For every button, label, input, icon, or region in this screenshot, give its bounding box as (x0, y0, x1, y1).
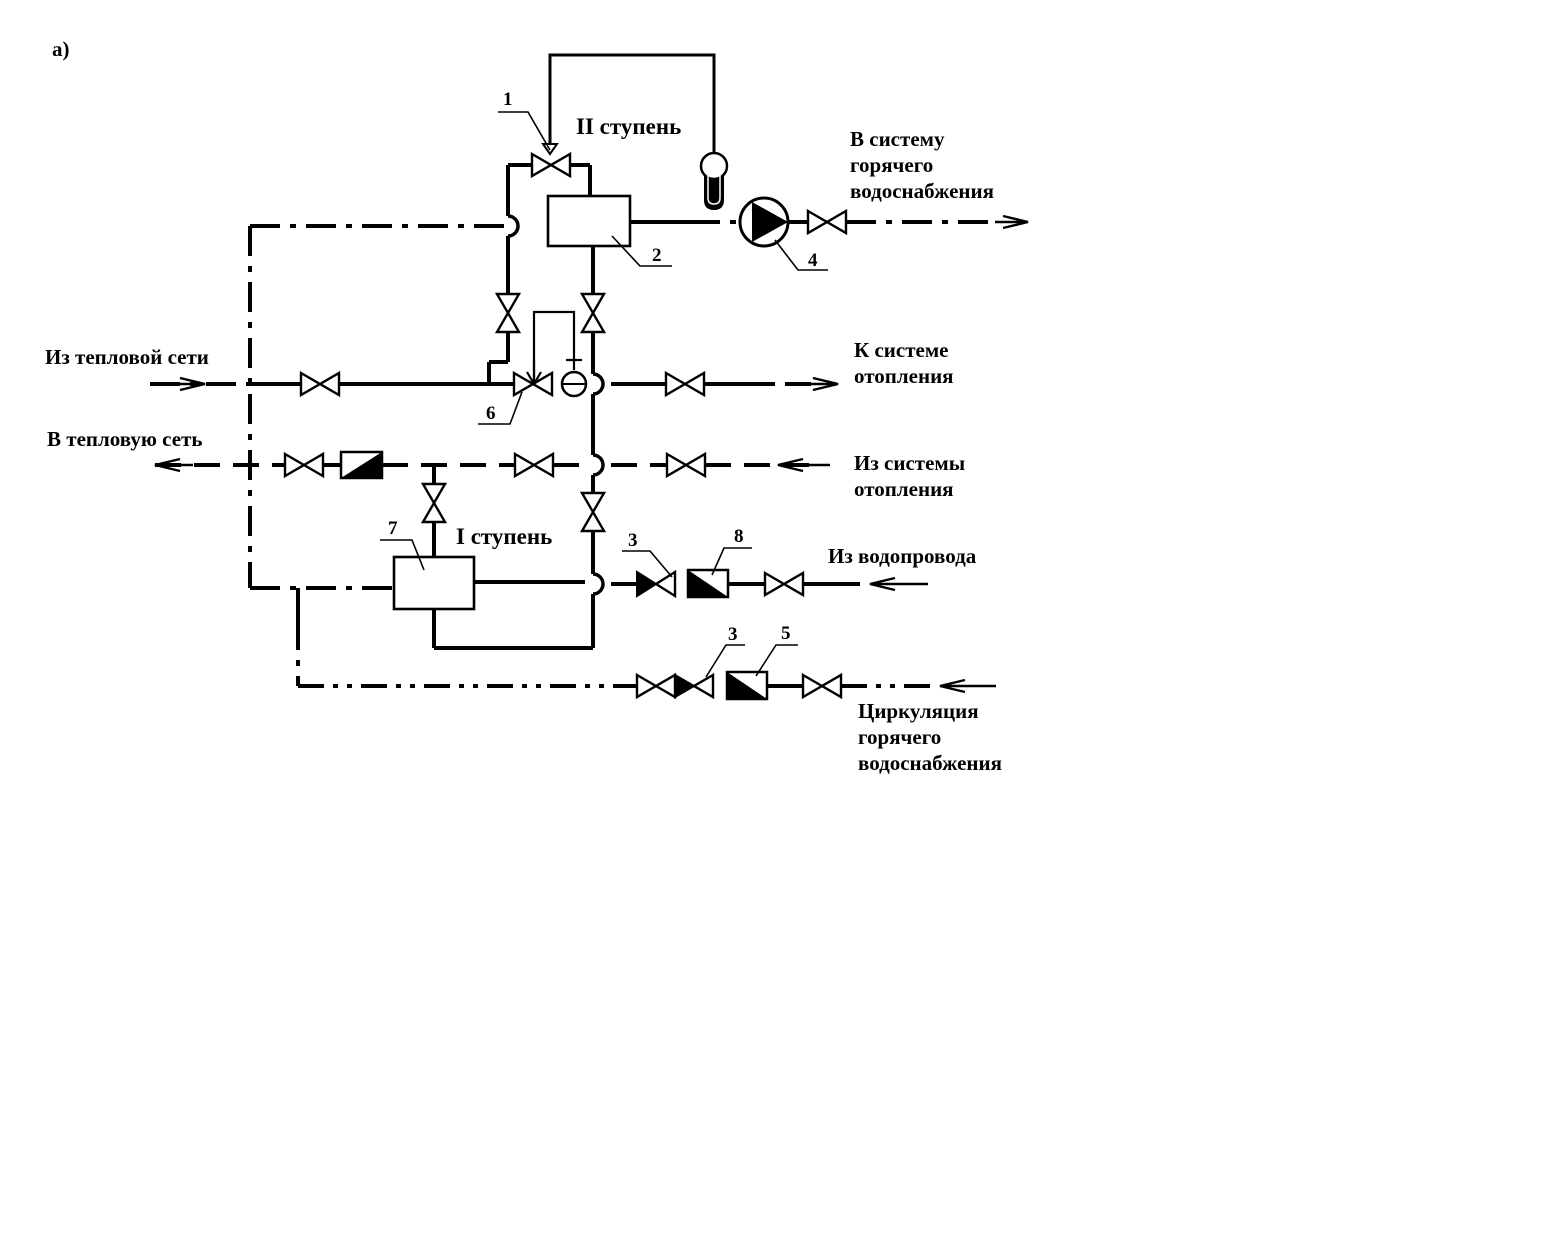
to-heating-label-1: К системе (854, 338, 948, 362)
arrow-to-heating (795, 376, 839, 392)
stage1-label: I ступень (456, 524, 552, 549)
arrow-circulation (939, 678, 996, 694)
item-number-2: 2 (652, 245, 662, 266)
leader-6 (478, 391, 523, 425)
meter-return-icon (339, 450, 384, 480)
crossovers (507, 214, 605, 596)
gate-valve-right-riser-icon (579, 292, 607, 334)
circulation-label-2: горячего (858, 725, 941, 749)
gate-valve-right-lower-icon (579, 491, 607, 533)
arrow-to-heat-network (154, 457, 193, 473)
gate-valve-heating-return-icon (665, 451, 707, 479)
arrow-to-dhw (995, 214, 1029, 230)
regulator6-impulse-line (532, 310, 576, 384)
heater-stage1 (392, 555, 476, 611)
flow-meter-icon (560, 370, 588, 398)
leader-3b (705, 644, 745, 678)
arrow-from-heat-network (172, 376, 206, 392)
regulator1-impulse-line (548, 53, 716, 155)
gate-valve-heater1-top-icon (420, 482, 448, 524)
gate-valve-supply-1-icon (299, 370, 341, 398)
crossover-508-226 (507, 214, 520, 238)
from-heating-label-1: Из системы (854, 451, 965, 475)
from-heating-label-2: отопления (854, 477, 954, 501)
item-number-8: 8 (734, 526, 744, 547)
regulator6-actuator-icon (526, 360, 542, 387)
item-number-3b: 3 (728, 624, 738, 645)
crossover-593-584 (592, 572, 605, 596)
flow-arrows (154, 214, 1029, 694)
arrow-from-water-main (869, 576, 928, 592)
labels: II ступень I ступень В систему горячего … (45, 89, 1002, 775)
meter-8-icon (686, 568, 730, 599)
to-dhw-label-1: В систему (850, 127, 945, 151)
leader-1 (498, 111, 551, 151)
leader-lines (380, 111, 828, 678)
crossover-593-465 (592, 453, 605, 477)
equipment (339, 151, 790, 701)
from-water-main-label: Из водопровода (828, 544, 977, 568)
leader-2 (611, 235, 672, 267)
leader-7 (380, 539, 425, 571)
circulation-label-1: Циркуляция (858, 699, 979, 723)
gate-valve-water-main-icon (763, 570, 805, 598)
meter-5-icon (725, 670, 769, 701)
item-number-1: 1 (503, 89, 513, 110)
item-number-3a: 3 (628, 530, 638, 551)
to-heating-label-2: отопления (854, 364, 954, 388)
heater-stage2 (546, 194, 632, 248)
leader-3a (622, 550, 673, 578)
gate-valve-circ-2-icon (801, 672, 843, 700)
gate-valve-left-riser-icon (494, 292, 522, 334)
leader-8 (711, 547, 752, 576)
leader-4 (774, 239, 828, 271)
pump-icon (738, 196, 790, 248)
to-heat-network-label: В тепловую сеть (47, 427, 203, 451)
from-heat-network-label: Из тепловой сети (45, 345, 209, 369)
stage2-label: II ступень (576, 114, 681, 139)
control-valve-1-icon (530, 151, 572, 179)
valves (283, 143, 848, 700)
item-number-7: 7 (388, 518, 398, 539)
item-number-5: 5 (781, 623, 791, 644)
check-valve-main-icon (636, 569, 677, 599)
gate-valve-circ-1-icon (635, 672, 677, 700)
item-number-4: 4 (808, 250, 818, 271)
to-dhw-label-3: водоснабжения (850, 179, 994, 203)
gate-valve-return-1-icon (283, 451, 325, 479)
item-number-6: 6 (486, 403, 496, 424)
temperature-sensor-icon (699, 151, 729, 210)
figure-label: а) (52, 37, 70, 61)
crossover-593-384 (592, 372, 605, 396)
gate-valve-heating-supply-icon (664, 370, 706, 398)
arrow-from-heating (777, 457, 830, 473)
leader-5 (755, 644, 798, 677)
to-dhw-label-2: горячего (850, 153, 933, 177)
gate-valve-dhw-out-icon (806, 208, 848, 236)
circulation-label-3: водоснабжения (858, 751, 1002, 775)
check-valve-circ-icon (674, 672, 715, 700)
gate-valve-return-2-icon (513, 451, 555, 479)
